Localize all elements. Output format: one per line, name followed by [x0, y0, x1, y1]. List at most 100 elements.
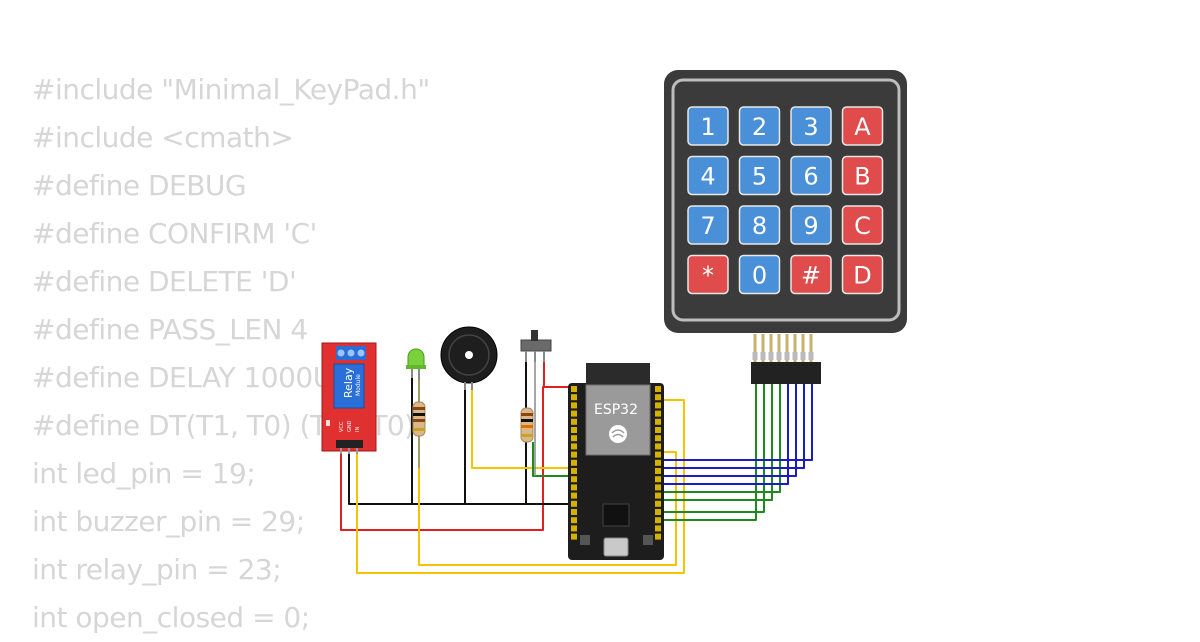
- key-cap[interactable]: [790, 254, 832, 295]
- slide-switch[interactable]: [520, 330, 552, 362]
- esp32-pin[interactable]: [571, 459, 577, 466]
- esp32-pin[interactable]: [571, 402, 577, 409]
- esp32-pin[interactable]: [655, 468, 661, 474]
- key-cap[interactable]: [687, 205, 729, 245]
- key-9[interactable]: 9: [790, 205, 832, 245]
- wire-yellow-led[interactable]: [418, 376, 677, 566]
- key-8[interactable]: 8: [738, 205, 781, 245]
- key-D[interactable]: D: [841, 254, 884, 295]
- wire-green-row2[interactable]: [654, 384, 765, 513]
- esp32-pin[interactable]: [655, 484, 661, 491]
- esp32-pin[interactable]: [571, 443, 577, 450]
- wire-blue-col2[interactable]: [654, 384, 797, 477]
- key-6[interactable]: 6: [790, 155, 832, 196]
- esp32-pin[interactable]: [571, 517, 577, 524]
- key-*[interactable]: *: [687, 254, 729, 295]
- key-label: 4: [700, 163, 715, 191]
- relay-cube: [333, 363, 365, 409]
- wire-yellow-relay-in[interactable]: [356, 399, 685, 574]
- key-cap[interactable]: [790, 205, 832, 245]
- esp32-pin[interactable]: [571, 427, 577, 433]
- key-#[interactable]: #: [790, 254, 832, 295]
- esp32-pin[interactable]: [655, 451, 661, 458]
- esp32-pin[interactable]: [571, 509, 577, 515]
- esp32-pin[interactable]: [655, 476, 661, 483]
- resistor-band: [413, 419, 425, 422]
- esp32-pin[interactable]: [571, 435, 577, 442]
- key-4[interactable]: 4: [687, 155, 729, 196]
- key-label: 6: [803, 163, 818, 191]
- esp32-pin[interactable]: [571, 533, 577, 540]
- key-cap[interactable]: [790, 106, 832, 146]
- esp32-pin[interactable]: [655, 427, 661, 433]
- keypad-pin: [809, 334, 813, 362]
- key-cap[interactable]: [738, 106, 781, 146]
- key-1[interactable]: 1: [687, 106, 729, 146]
- wire-green-switch[interactable]: [532, 442, 578, 477]
- key-A[interactable]: A: [841, 106, 884, 146]
- key-label: 5: [752, 163, 767, 191]
- esp32-pin[interactable]: [655, 443, 661, 450]
- resistor-band: [521, 419, 533, 422]
- key-cap[interactable]: [687, 155, 729, 196]
- key-2[interactable]: 2: [738, 106, 781, 146]
- esp32-pin[interactable]: [655, 525, 661, 532]
- key-cap[interactable]: [841, 106, 884, 146]
- esp32-usb-port[interactable]: [603, 537, 629, 557]
- esp32-pin[interactable]: [571, 386, 577, 392]
- code-line: #define CONFIRM 'C': [32, 217, 317, 250]
- esp32-pin[interactable]: [655, 533, 661, 540]
- esp32-pin[interactable]: [571, 500, 577, 507]
- key-cap[interactable]: [841, 155, 884, 196]
- esp32-pin[interactable]: [655, 394, 661, 401]
- key-cap[interactable]: [790, 155, 832, 196]
- key-cap[interactable]: [738, 254, 781, 295]
- code-line: int led_pin = 19;: [32, 457, 256, 490]
- esp32-pin[interactable]: [571, 394, 577, 401]
- esp32-button-left[interactable]: [580, 535, 590, 545]
- esp32-pin[interactable]: [655, 517, 661, 524]
- esp32-pin[interactable]: [571, 484, 577, 491]
- wire-red-relay-vcc[interactable]: [340, 386, 578, 531]
- switch-knob[interactable]: [531, 330, 538, 341]
- esp32-pin[interactable]: [571, 492, 577, 499]
- key-cap[interactable]: [687, 106, 729, 146]
- wire-yellow-buzzer[interactable]: [471, 382, 578, 469]
- esp32-pin[interactable]: [655, 402, 661, 409]
- keypad-pin: [793, 334, 797, 362]
- esp32-pin[interactable]: [655, 418, 661, 425]
- green-led: [406, 348, 426, 380]
- key-cap[interactable]: [841, 254, 884, 295]
- esp32-button-right[interactable]: [643, 535, 653, 545]
- esp32-pin[interactable]: [571, 451, 577, 458]
- wire-black-ground[interactable]: [348, 452, 578, 505]
- key-C[interactable]: C: [841, 205, 884, 245]
- esp32-pin[interactable]: [655, 492, 661, 499]
- key-3[interactable]: 3: [790, 106, 832, 146]
- esp32-pin[interactable]: [571, 468, 577, 474]
- key-B[interactable]: B: [841, 155, 884, 196]
- key-label: B: [854, 163, 870, 191]
- esp32-pin[interactable]: [571, 410, 577, 417]
- code-line: int buzzer_pin = 29;: [32, 505, 305, 538]
- code-line: int open_closed = 0;: [32, 601, 310, 634]
- key-cap[interactable]: [738, 205, 781, 245]
- key-cap[interactable]: [687, 254, 729, 295]
- esp32-pin[interactable]: [655, 435, 661, 442]
- wire-green-row1[interactable]: [654, 384, 757, 521]
- esp32-pin[interactable]: [655, 500, 661, 507]
- key-cap[interactable]: [841, 205, 884, 245]
- esp32-pin[interactable]: [571, 476, 577, 483]
- esp32-pin[interactable]: [571, 418, 577, 425]
- esp32-pin[interactable]: [655, 410, 661, 417]
- key-5[interactable]: 5: [738, 155, 781, 196]
- esp32-pin[interactable]: [655, 386, 661, 392]
- key-cap[interactable]: [738, 155, 781, 196]
- esp32-pin[interactable]: [571, 525, 577, 532]
- key-7[interactable]: 7: [687, 205, 729, 245]
- key-0[interactable]: 0: [738, 254, 781, 295]
- esp32-pin[interactable]: [655, 459, 661, 466]
- esp32-pin[interactable]: [655, 509, 661, 515]
